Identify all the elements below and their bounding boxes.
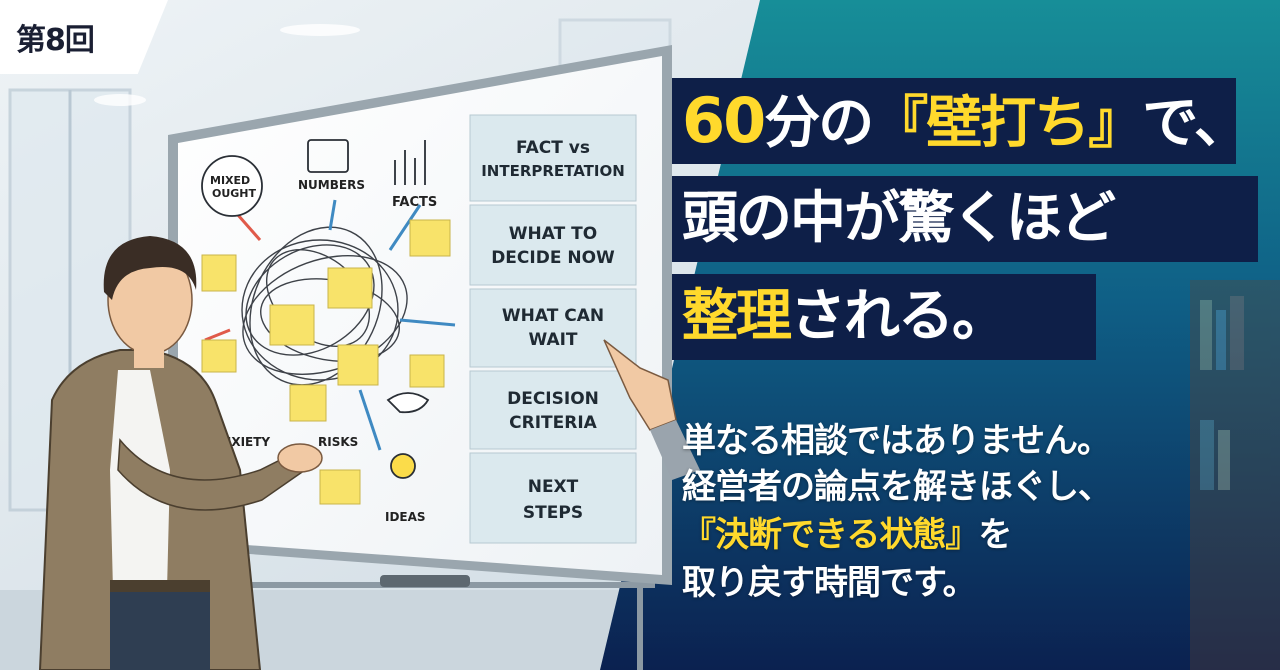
- board-label-risks: RISKS: [318, 435, 358, 449]
- board-arrows: [204, 214, 262, 342]
- board-label-facts: FACTS: [392, 195, 437, 210]
- card-4-line2: CRITERIA: [509, 413, 598, 433]
- headline-line1-b: で、: [1142, 91, 1250, 156]
- board-label-ideas: IDEAS: [385, 510, 426, 524]
- headline-line1-a: 分の: [764, 91, 874, 156]
- card-5-line1: NEXT: [528, 477, 579, 497]
- headline-line-3: 整理される。: [672, 274, 1096, 360]
- episode-label: 第8回: [16, 23, 95, 58]
- headline-number: 60: [682, 84, 766, 157]
- card-2-line2: DECIDE NOW: [491, 248, 615, 268]
- card-5-line2: STEPS: [523, 503, 583, 523]
- board-cards: [469, 114, 637, 544]
- card-3-line1: WHAT CAN: [502, 306, 604, 326]
- card-2-line1: WHAT TO: [509, 224, 597, 244]
- ceiling-lights: [94, 24, 360, 106]
- card-1-line1: FACT vs: [516, 138, 590, 158]
- headline-line3-b: される。: [790, 284, 1008, 349]
- headline-line3-highlight: 整理: [682, 284, 792, 349]
- card-1-line2: INTERPRETATION: [481, 162, 625, 180]
- body-line3-highlight: 『決断できる状態』: [682, 515, 979, 555]
- board-icons: [201, 139, 430, 479]
- presenter-man: [38, 236, 323, 670]
- bookshelf: [1190, 280, 1280, 670]
- card-3-line2: WAIT: [528, 330, 577, 350]
- body-line-2: 経営者の論点を解きほぐし、: [682, 467, 1112, 507]
- sticky-notes: [201, 219, 451, 505]
- headline-line2-text: 頭の中が驚くほど: [682, 186, 1116, 251]
- episode-badge: 第8回: [0, 0, 168, 74]
- headline-line-2: 頭の中が驚くほど: [672, 176, 1258, 262]
- body-line-1: 単なる相談ではありません。: [682, 421, 1111, 461]
- board-label-numbers: NUMBERS: [298, 178, 365, 192]
- board-label-mixed-line1: MIXED: [210, 174, 250, 187]
- pointing-hand-icon: [603, 339, 700, 480]
- card-4-line1: DECISION: [507, 389, 599, 409]
- headline-line-1: 60分の『壁打ち』で、: [672, 78, 1250, 164]
- body-line3-b: を: [978, 515, 1012, 555]
- board-label-mixed-line2: OUGHT: [212, 187, 257, 200]
- body-line-4: 取り戻す時間です。: [682, 563, 977, 603]
- headline-line1-highlight: 『壁打ち』: [872, 91, 1144, 156]
- body-line-3: 『決断できる状態』を: [682, 512, 1012, 558]
